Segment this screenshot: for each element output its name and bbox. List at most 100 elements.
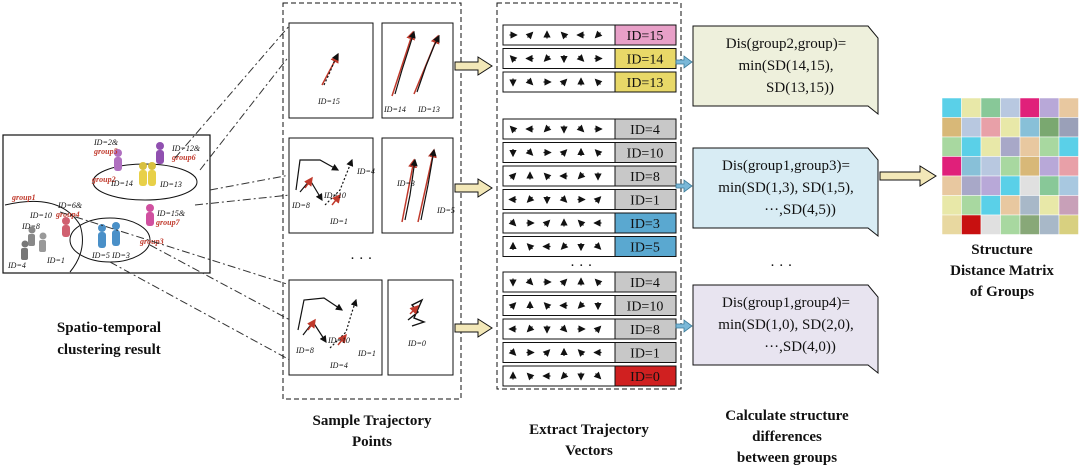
vector-arrow: [525, 277, 534, 286]
id-badge: [614, 365, 677, 387]
vector-arrow: [593, 325, 602, 334]
matrix-cell: [961, 214, 982, 235]
matrix-cell: [980, 117, 1001, 138]
label-group5: group5: [93, 147, 118, 156]
vector-arrow: [593, 242, 602, 250]
label-group3: group3: [139, 237, 164, 246]
vector-row: ID=14: [502, 48, 677, 69]
id-badge: [614, 48, 677, 69]
matrix-cell: [961, 136, 982, 157]
sample-label-id10: ID=10: [323, 191, 346, 200]
formula-line: ···,SD(4,0)): [764, 339, 836, 355]
vector-arrow: [543, 302, 552, 310]
sample-panel: [282, 2, 462, 400]
vector-row: ID=4: [502, 271, 677, 293]
matrix-cell: [1019, 214, 1040, 235]
person-icons: [21, 142, 164, 260]
vector-row: ID=1: [502, 342, 677, 363]
formula-line: min(SD(14,15),: [739, 58, 834, 74]
vector-arrow: [525, 31, 534, 40]
matrix-cell: [961, 195, 982, 216]
sample-boxes: [288, 22, 454, 376]
id-label: ID=1: [630, 194, 660, 209]
matrix-cell: [961, 97, 982, 118]
clustering-scene: ID=2& group5 ID=12& group6 group2 ID=14 …: [2, 134, 211, 274]
label-group2: group2: [91, 175, 116, 184]
label-id4: ID=4: [7, 261, 26, 270]
formula-card: Dis(group1,group3)= min(SD(1,3), SD(1,5),…: [692, 147, 879, 238]
vector-arrow: [508, 302, 517, 310]
label-id13: ID=13: [159, 180, 182, 189]
matrix-cell: [1039, 117, 1060, 138]
vector-arrow: [593, 371, 602, 380]
matrix-cell: [941, 117, 962, 138]
vector-arrow: [559, 149, 568, 157]
vector-arrow: [508, 172, 517, 181]
vector-arrow: [526, 372, 535, 381]
vector-arrow: [577, 301, 586, 309]
matrix-cell: [941, 195, 962, 216]
label-id14: ID=14: [110, 179, 133, 188]
sample-label-id13: ID=13: [417, 105, 440, 114]
vector-ellipsis: · · ·: [570, 258, 593, 274]
id-label: ID=0: [630, 370, 660, 385]
formula-line: Dis(group1,group4)=: [722, 295, 850, 311]
label-group7: group7: [155, 218, 181, 227]
id-badge: [614, 142, 677, 163]
matrix-cell: [1000, 195, 1021, 216]
caption-matrix-line2: Distance Matrix: [950, 263, 1054, 279]
projection-lines: [59, 24, 291, 361]
formula-line: min(SD(1,3), SD(1,5),: [718, 180, 853, 196]
id-badge: [614, 212, 677, 234]
matrix-cell: [1058, 156, 1079, 177]
sample-ellipsis: · · ·: [350, 251, 373, 267]
formula-line: SD(13,15)): [766, 80, 834, 96]
vector-row: ID=8: [502, 165, 677, 187]
vectors-panel: [496, 2, 682, 390]
vector-arrow: [525, 77, 534, 86]
vector-row: ID=5: [502, 236, 677, 257]
matrix-cell: [1058, 97, 1079, 118]
arrow-to-matrix: [879, 165, 937, 187]
caption-sample-line1: Sample Trajectory: [313, 413, 432, 429]
vector-arrow: [577, 349, 586, 357]
id-badge: [614, 189, 677, 210]
matrix-cell: [980, 97, 1001, 118]
sample-label-id1: ID=1: [329, 217, 348, 226]
id-badge: [614, 165, 677, 187]
caption-matrix-line3: of Groups: [970, 284, 1034, 300]
vector-arrow: [560, 371, 569, 380]
vector-arrow: [594, 78, 603, 87]
matrix-cell: [1058, 117, 1079, 138]
vector-row: ID=10: [502, 295, 677, 316]
matrix-cell: [1000, 214, 1021, 235]
distance-matrix: [941, 97, 1079, 235]
vector-arrow: [576, 54, 585, 62]
formula-cards: Dis(group2,group)= min(SD(14,15), SD(13,15…: [692, 25, 879, 375]
vector-arrow: [594, 149, 603, 157]
vector-arrow: [509, 125, 518, 134]
formula-line: Dis(group1,group3)=: [722, 158, 850, 174]
matrix-cell: [961, 156, 982, 177]
formula-line: Dis(group2,group)=: [726, 36, 847, 52]
matrix-cell: [980, 195, 1001, 216]
vector-row: ID=4: [502, 118, 677, 140]
sample-label-id4: ID=4: [356, 167, 375, 176]
matrix-cell: [1000, 156, 1021, 177]
id-label: ID=4: [630, 276, 660, 291]
id-badge: [614, 24, 677, 46]
id-label: ID=10: [627, 300, 664, 315]
formula-line: min(SD(1,0), SD(2,0),: [718, 317, 853, 333]
vector-arrow: [594, 30, 603, 39]
matrix-cell: [1019, 156, 1040, 177]
caption-calc-line1: Calculate structure: [725, 408, 849, 424]
vector-arrow: [559, 324, 568, 333]
vector-arrow: [560, 242, 569, 250]
matrix-cell: [1058, 175, 1079, 196]
caption-calc-line3: between groups: [737, 450, 837, 466]
captions: Spatio-temporal clustering result Sample…: [57, 242, 1054, 466]
vector-arrow: [594, 278, 603, 287]
matrix-cell: [941, 136, 962, 157]
matrix-cell: [1039, 195, 1060, 216]
vector-arrow: [559, 278, 568, 287]
